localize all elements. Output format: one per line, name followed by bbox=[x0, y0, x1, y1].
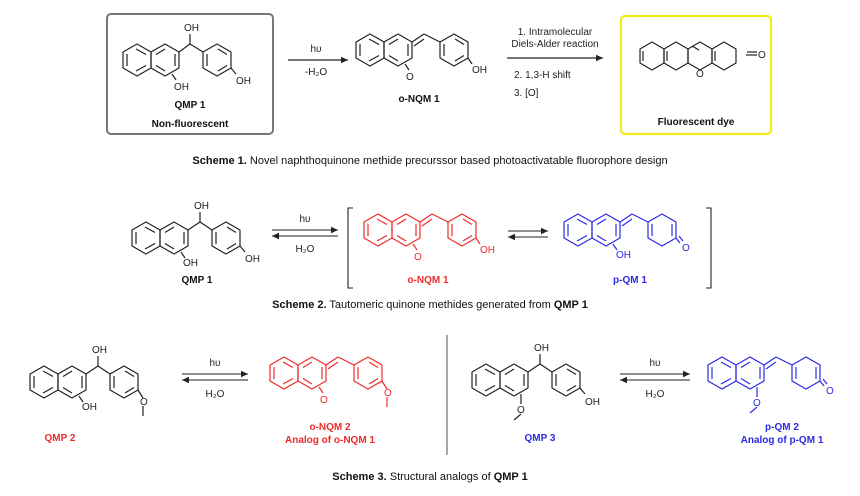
s2-pqm1-label: p-QM 1 bbox=[613, 275, 647, 286]
dye-ring-o: O bbox=[696, 69, 704, 80]
s2-hv-label: hυ bbox=[299, 214, 310, 225]
qmp1-label: QMP 1 bbox=[175, 100, 206, 111]
qmp3-label: QMP 3 bbox=[525, 433, 556, 444]
pqm2-structure bbox=[707, 356, 828, 414]
s2-qmp1-top-oh: OH bbox=[194, 201, 209, 212]
onqm2-structure bbox=[269, 356, 388, 407]
hv-label-1: hυ bbox=[310, 44, 321, 55]
step3-label: 3. [O] bbox=[514, 88, 539, 99]
onqm2-methoxy-o: O bbox=[384, 388, 392, 399]
s2-pqm1-o: O bbox=[682, 243, 690, 254]
step1-line1: 1. Intramolecular bbox=[518, 27, 593, 38]
s2-onqm1-o: O bbox=[414, 252, 422, 263]
step1-line2: Diels-Alder reaction bbox=[511, 39, 598, 50]
onqm1-oh: OH bbox=[472, 65, 487, 76]
qmp3-structure bbox=[471, 354, 586, 421]
qmp3-methoxy-o: O bbox=[517, 405, 525, 416]
qmp1-ring-oh: OH bbox=[174, 82, 189, 93]
qmp1-top-oh: OH bbox=[184, 23, 199, 34]
scheme3-caption: Scheme 3. Structural analogs of QMP 1 bbox=[332, 471, 527, 483]
qmp1-box bbox=[106, 13, 274, 135]
s3-water-right: H₂O bbox=[646, 389, 665, 400]
qmp2-top-oh: OH bbox=[92, 345, 107, 356]
s2-pqm1-structure bbox=[563, 213, 684, 251]
dye-carbonyl-o: O bbox=[758, 50, 766, 61]
s2-water-label: H₂O bbox=[296, 244, 315, 255]
non-fluorescent-label: Non-fluorescent bbox=[152, 119, 229, 130]
onqm2-label: o-NQM 2 bbox=[309, 422, 351, 433]
s3-hv-left: hυ bbox=[209, 358, 220, 369]
s3-water-left: H₂O bbox=[206, 389, 225, 400]
dye-structure bbox=[639, 41, 757, 71]
s2-pqm1-oh: OH bbox=[616, 250, 631, 261]
dye-box bbox=[619, 14, 773, 136]
scheme-2: OH OH OH QMP 1 hυ H₂O O OH o-NQM 1 bbox=[131, 201, 712, 311]
onqm1-label: o-NQM 1 bbox=[398, 94, 440, 105]
s2-onqm1-structure bbox=[363, 213, 481, 251]
left-bracket bbox=[347, 207, 353, 289]
s2-qmp1-structure bbox=[131, 212, 246, 259]
pqm2-o: O bbox=[826, 386, 834, 397]
scheme-1: OH OH OH QMP 1 Non-fluorescent hυ -H₂O O… bbox=[106, 13, 773, 167]
step2-label: 2. 1,3-H shift bbox=[514, 70, 571, 81]
onqm2-o: O bbox=[320, 395, 328, 406]
pqm2-methoxy-o: O bbox=[753, 398, 761, 409]
scheme1-caption: Scheme 1. Novel naphthoquinone methide p… bbox=[192, 155, 667, 167]
scheme2-caption: Scheme 2. Tautomeric quinone methides ge… bbox=[272, 299, 588, 311]
qmp2-structure bbox=[29, 356, 144, 416]
onqm1-structure bbox=[355, 33, 473, 71]
qmp2-label: QMP 2 bbox=[45, 433, 76, 444]
dye-label: Fluorescent dye bbox=[658, 117, 735, 128]
qmp1-phenol-oh: OH bbox=[236, 76, 251, 87]
minus-water-label: -H₂O bbox=[305, 67, 327, 78]
s2-qmp1-ring-oh: OH bbox=[183, 258, 198, 269]
onqm2-sub: Analog of o-NQM 1 bbox=[285, 435, 375, 446]
s2-qmp1-phenol-oh: OH bbox=[245, 254, 260, 265]
qmp2-methoxy-o: O bbox=[140, 397, 148, 408]
qmp1-structure bbox=[122, 34, 237, 81]
scheme-3: OH OH O QMP 2 hυ H₂O O O o-NQM 2 Analog … bbox=[29, 335, 834, 483]
s2-onqm1-oh: OH bbox=[480, 245, 495, 256]
pqm2-sub: Analog of p-QM 1 bbox=[741, 435, 824, 446]
qmp3-phenol-oh: OH bbox=[585, 397, 600, 408]
pqm2-label: p-QM 2 bbox=[765, 422, 799, 433]
s2-onqm1-label: o-NQM 1 bbox=[407, 275, 449, 286]
s3-hv-right: hυ bbox=[649, 358, 660, 369]
right-bracket bbox=[706, 207, 712, 289]
qmp2-ring-oh: OH bbox=[82, 402, 97, 413]
onqm1-o: O bbox=[406, 72, 414, 83]
qmp3-top-oh: OH bbox=[534, 343, 549, 354]
s2-qmp1-label: QMP 1 bbox=[182, 275, 213, 286]
